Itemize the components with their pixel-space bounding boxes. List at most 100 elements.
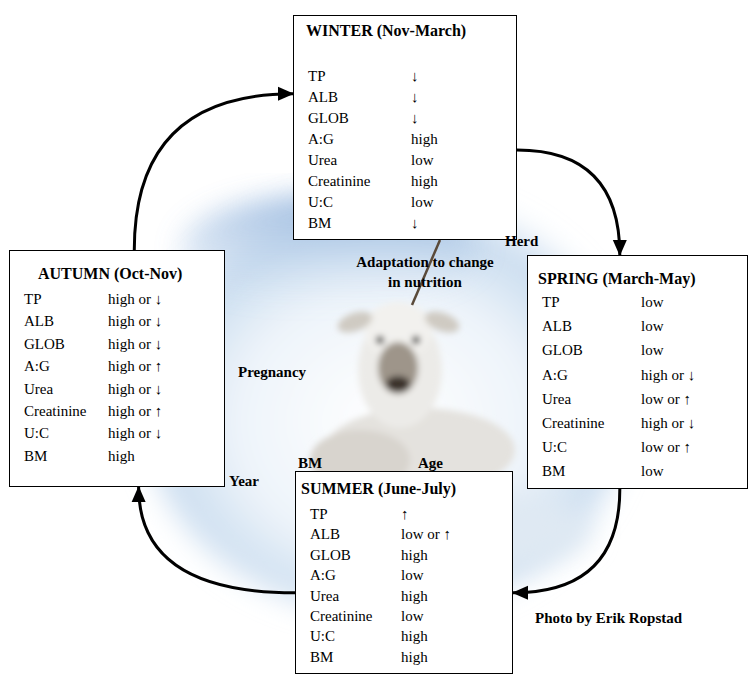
parameter-trend: low	[641, 294, 664, 311]
cycle-arrow	[513, 489, 620, 593]
parameter-name: BM	[310, 649, 333, 666]
season-heading: SUMMER (June-July)	[301, 480, 456, 498]
parameter-name: U:C	[310, 628, 335, 645]
parameter-trend: high or ↑	[108, 358, 162, 375]
parameter-trend: high or ↓	[641, 415, 695, 432]
parameter-trend: low or ↑	[641, 391, 691, 408]
parameter-name: TP	[542, 294, 560, 311]
table-row: BM ↓	[294, 215, 516, 236]
parameter-name: Creatinine	[308, 173, 370, 190]
parameter-trend: high or ↓	[108, 313, 162, 330]
parameter-trend: low	[641, 342, 664, 359]
parameter-name: A:G	[310, 567, 336, 584]
table-row: GLOB high	[296, 547, 512, 567]
parameter-trend: low	[411, 152, 434, 169]
parameter-trend: high	[411, 173, 438, 190]
factor-label: Year	[229, 471, 259, 491]
season-heading: WINTER (Nov-March)	[306, 22, 466, 40]
photo-credit: Photo by Erik Ropstad	[535, 608, 682, 628]
parameter-trend: low or ↑	[641, 439, 691, 456]
parameter-name: Creatinine	[24, 403, 86, 420]
table-row: BM low	[528, 463, 747, 487]
parameter-name: Urea	[24, 381, 53, 398]
table-row: U:Chigh or ↓	[10, 425, 224, 447]
table-row: U:Clow	[294, 194, 516, 215]
value-table: TP↑ALBlow or ↑GLOBhighA:GlowUreahighCrea…	[296, 506, 512, 669]
table-row: Urea high	[296, 588, 512, 608]
parameter-trend: low	[411, 194, 434, 211]
season-heading: SPRING (March-May)	[538, 270, 695, 288]
parameter-name: Urea	[542, 391, 571, 408]
parameter-name: ALB	[24, 313, 54, 330]
value-table: TP↓ALB↓GLOB↓A:GhighUrealowCreatininehigh…	[294, 68, 516, 236]
parameter-name: ALB	[308, 89, 338, 106]
parameter-trend: high	[401, 588, 428, 605]
table-row: ALBlow	[528, 318, 747, 342]
parameter-trend: high or ↓	[108, 336, 162, 353]
parameter-name: ALB	[310, 526, 340, 543]
value-table: TPlowALBlowGLOBlowA:Ghigh or ↓Urealow or…	[528, 294, 747, 488]
autumn-box: AUTUMN (Oct-Nov) TP high or ↓ ALB high or ↓ G…	[9, 250, 225, 487]
parameter-trend: low	[401, 567, 424, 584]
parameter-name: BM	[308, 215, 331, 232]
table-row: ALB ↓	[294, 89, 516, 110]
factor-label: Herd	[505, 231, 538, 251]
table-row: ALB low or ↑	[296, 526, 512, 546]
parameter-name: U:C	[542, 439, 567, 456]
cycle-arrow	[139, 487, 295, 593]
winter-box: WINTER (Nov-March) TP ↓ ALB ↓ GLOB ↓ A:GhighUre…	[293, 15, 517, 240]
parameter-name: GLOB	[542, 342, 583, 359]
parameter-name: A:G	[24, 358, 50, 375]
parameter-trend: ↓	[411, 89, 419, 106]
parameter-name: BM	[542, 463, 565, 480]
table-row: Creatinine high or ↑	[10, 403, 224, 425]
factor-label: Age	[418, 453, 443, 473]
parameter-name: GLOB	[308, 110, 349, 127]
parameter-trend: high or ↓	[108, 291, 162, 308]
parameter-trend: ↓	[411, 68, 419, 85]
parameter-name: Creatinine	[310, 608, 372, 625]
table-row: TP high or ↓	[10, 291, 224, 313]
cycle-arrow	[134, 94, 293, 250]
parameter-trend: low	[641, 463, 664, 480]
table-row: TP ↓	[294, 68, 516, 89]
season-heading: AUTUMN (Oct-Nov)	[38, 265, 182, 283]
table-row: TP low	[528, 294, 747, 318]
parameter-name: GLOB	[24, 336, 65, 353]
factor-label: Pregnancy	[238, 362, 306, 382]
parameter-trend: high	[108, 448, 135, 465]
spring-box: SPRING (March-May)TPlowALBlowGLOBlowA:Gh…	[527, 255, 748, 489]
table-row: Urea low	[294, 152, 516, 173]
parameter-name: TP	[308, 68, 326, 85]
parameter-name: Urea	[310, 588, 339, 605]
table-row: Urea high or ↓	[10, 381, 224, 403]
parameter-name: Urea	[308, 152, 337, 169]
parameter-trend: high or ↑	[108, 403, 162, 420]
table-row: A:Ghigh or ↓	[528, 367, 747, 391]
center-label: Adaptation to change in nutrition	[350, 252, 500, 293]
table-row: Creatinine high	[294, 173, 516, 194]
value-table: TP high or ↓ ALB high or ↓ GLOB high or ↓ A:G h…	[10, 291, 224, 470]
parameter-trend: high	[401, 547, 428, 564]
parameter-trend: high	[401, 649, 428, 666]
parameter-name: A:G	[542, 367, 568, 384]
table-row: Urea low or ↑	[528, 391, 747, 415]
table-row: U:C low or ↑	[528, 439, 747, 463]
parameter-trend: low or ↑	[401, 526, 451, 543]
factor-label: BM	[298, 453, 322, 473]
table-row: BMhigh	[10, 448, 224, 470]
table-row: Creatinine high or ↓	[528, 415, 747, 439]
table-row: ALB high or ↓	[10, 313, 224, 335]
table-row: A:Ghigh	[294, 131, 516, 152]
parameter-trend: ↓	[411, 215, 419, 232]
parameter-name: GLOB	[310, 547, 351, 564]
table-row: Creatininelow	[296, 608, 512, 628]
parameter-trend: high or ↓	[108, 381, 162, 398]
table-row: A:G low	[296, 567, 512, 587]
parameter-name: Creatinine	[542, 415, 604, 432]
parameter-trend: high or ↓	[108, 425, 162, 442]
table-row: TP↑	[296, 506, 512, 526]
parameter-name: ALB	[542, 318, 572, 335]
table-row: BM high	[296, 649, 512, 669]
parameter-name: TP	[24, 291, 42, 308]
